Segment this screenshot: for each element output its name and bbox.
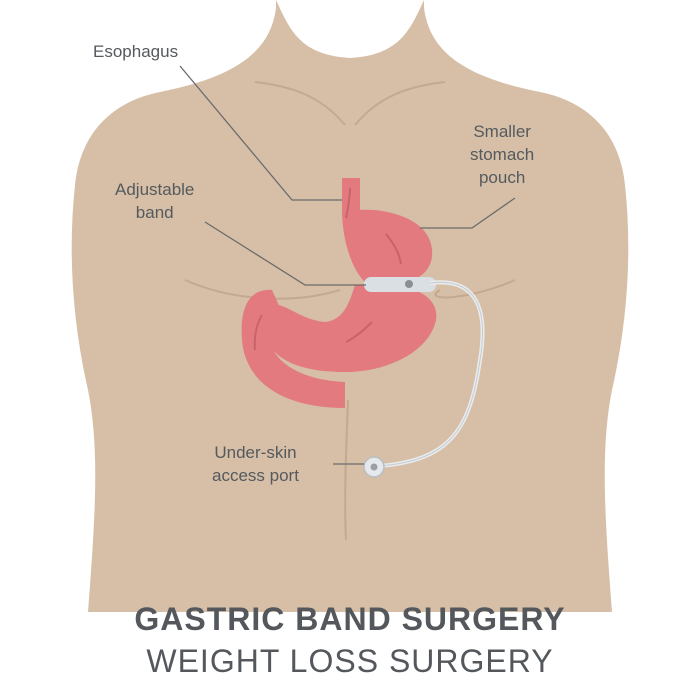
pec-right bbox=[434, 279, 516, 299]
diagram-subtitle: WEIGHT LOSS SURGERY bbox=[146, 643, 554, 679]
stomach-lower bbox=[260, 284, 437, 372]
label-pouch-line2: stomach bbox=[470, 145, 535, 164]
label-pouch-line3: pouch bbox=[478, 168, 526, 187]
flow-arrow-esophagus bbox=[345, 187, 351, 219]
label-band-line1: Adjustable bbox=[115, 180, 195, 199]
leader-band bbox=[204, 221, 366, 286]
label-esophagus-line1: Esophagus bbox=[93, 42, 179, 61]
clavicle-left bbox=[254, 81, 346, 126]
label-esophagus: Esophagus bbox=[93, 40, 178, 63]
label-port-line2: access port bbox=[212, 466, 299, 485]
flow-arrow-duodenum bbox=[253, 314, 263, 351]
label-port-line1: Under-skin bbox=[214, 443, 297, 462]
leader-pouch bbox=[420, 197, 516, 229]
leader-esophagus bbox=[179, 65, 342, 201]
label-pouch-line1: Smaller bbox=[473, 122, 531, 141]
stomach-pouch bbox=[342, 178, 433, 282]
clavicle-right bbox=[354, 81, 446, 126]
label-adjustable-band: Adjustable band bbox=[115, 178, 194, 224]
duodenum bbox=[241, 289, 345, 408]
label-band-line2: band bbox=[135, 203, 174, 222]
label-access-port: Under-skin access port bbox=[212, 441, 299, 487]
band-buckle bbox=[405, 280, 413, 288]
label-smaller-stomach-pouch: Smaller stomach pouch bbox=[470, 120, 534, 189]
flow-arrow-pouch bbox=[385, 233, 402, 265]
adjustable-band bbox=[364, 277, 436, 292]
access-port-center bbox=[370, 463, 378, 471]
access-tube-outline bbox=[379, 281, 484, 467]
flow-arrow-body bbox=[345, 321, 373, 343]
midline bbox=[344, 399, 349, 541]
diagram-title: GASTRIC BAND SURGERY bbox=[134, 601, 566, 637]
